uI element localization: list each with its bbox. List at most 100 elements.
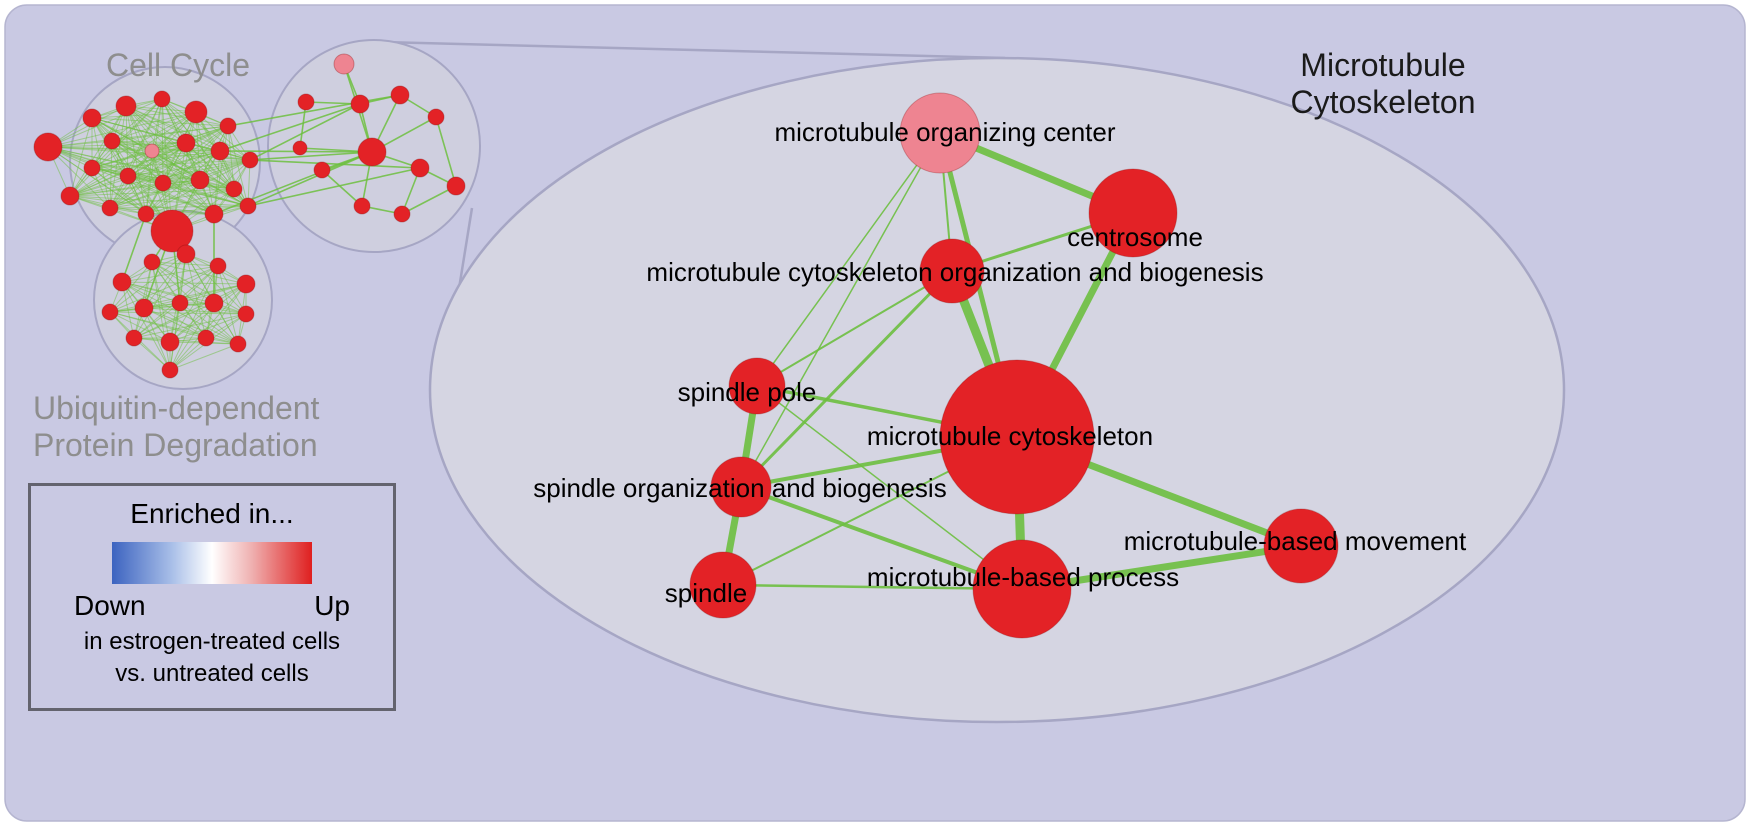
microtubule-cytoskeleton-title-line1: Microtubule xyxy=(1300,47,1465,83)
overview-edge xyxy=(109,182,164,209)
overview-node xyxy=(101,303,119,321)
overview-edge xyxy=(109,205,249,209)
overview-edge xyxy=(169,343,239,371)
overview-node xyxy=(134,298,154,318)
overview-node xyxy=(297,93,315,111)
ubiquitin-label-line1: Ubiquitin-dependent xyxy=(33,390,320,426)
overview-edge xyxy=(151,261,247,285)
cell-cycle-label: Cell Cycle xyxy=(106,47,250,83)
overview-node xyxy=(143,253,161,271)
overview-node xyxy=(350,94,370,114)
edge-moc-spindle_pole xyxy=(756,132,941,387)
overview-edge xyxy=(435,116,457,187)
node-label-moc: microtubule organizing center xyxy=(774,117,1115,147)
overview-node xyxy=(209,257,227,275)
legend-caption-line1: in estrogen-treated cells xyxy=(83,628,341,655)
overview-node xyxy=(204,204,224,224)
edge-mcob-sob xyxy=(739,269,954,489)
legend-up-label: Up xyxy=(314,590,350,621)
overview-edge xyxy=(69,188,235,197)
node-label-spindle_pole: spindle pole xyxy=(678,377,817,407)
overview-edge xyxy=(151,150,235,190)
overview-edge xyxy=(169,265,219,371)
edge-mcob-spindle_pole xyxy=(756,270,953,387)
node-centrosome xyxy=(1088,168,1178,258)
overview-edge xyxy=(69,111,197,197)
overview-edge xyxy=(143,253,187,309)
legend-caption-line2: vs. untreated cells xyxy=(115,660,309,688)
overview-edge xyxy=(321,169,363,207)
overview-edge xyxy=(247,167,421,207)
overview-edge xyxy=(109,207,215,215)
overview-edge xyxy=(69,150,153,197)
legend-title: Enriched in... xyxy=(130,498,294,529)
overview-node xyxy=(197,329,215,347)
edge-moc-sob xyxy=(740,132,941,488)
overview-node xyxy=(210,141,230,161)
overview-node xyxy=(161,361,179,379)
edge-spindle-mbp xyxy=(721,583,1024,591)
overview-node xyxy=(236,274,256,294)
overview-edge xyxy=(109,265,219,313)
overview-edge xyxy=(143,265,219,309)
overview-node xyxy=(446,176,466,196)
edge-spindle_pole-mbp xyxy=(756,385,1023,590)
overview-node xyxy=(60,186,80,206)
overview-edge xyxy=(217,265,247,315)
node-spindle_pole xyxy=(728,357,786,415)
overview-node xyxy=(225,180,243,198)
node-label-mbp: microtubule-based process xyxy=(867,562,1179,592)
node-moc xyxy=(899,92,981,174)
node-label-mcob: microtubule cytoskeleton organization an… xyxy=(646,257,1263,287)
overview-node xyxy=(153,90,171,108)
legend-down-label: Down xyxy=(74,590,146,621)
overview-edge xyxy=(169,302,215,343)
overview-node xyxy=(176,244,196,264)
overview-edge xyxy=(125,105,187,144)
overview-node xyxy=(333,53,355,75)
overview-edge xyxy=(219,150,249,207)
overview-node xyxy=(393,205,411,223)
overview-edge xyxy=(91,167,201,181)
overview-edge xyxy=(109,188,235,209)
node-label-spindle: spindle xyxy=(665,578,747,608)
overview-node xyxy=(171,294,189,312)
overview-node xyxy=(160,332,180,352)
overview-edge xyxy=(213,151,373,215)
overview-edge xyxy=(143,283,247,309)
overview-node xyxy=(190,170,210,190)
main-network-labels: microtubule organizing centercentrosomem… xyxy=(533,117,1467,608)
overview-edge xyxy=(111,140,187,144)
overview-edge xyxy=(133,302,181,339)
overview-edge xyxy=(109,140,113,209)
overview-node xyxy=(150,209,194,253)
overview-node xyxy=(292,140,308,156)
overview-node xyxy=(229,335,247,353)
overview-edge xyxy=(69,117,93,197)
overview-node xyxy=(353,197,371,215)
overview-edge xyxy=(145,150,153,215)
overview-edge xyxy=(91,98,163,169)
overview-edge xyxy=(91,159,251,169)
overview-node xyxy=(313,161,331,179)
overview-edge xyxy=(247,151,373,207)
overview-node xyxy=(241,151,259,169)
overview-edge xyxy=(127,175,215,215)
overview-node xyxy=(82,108,102,128)
node-mcob xyxy=(919,238,985,304)
overview-edge xyxy=(401,185,457,215)
overview-edge xyxy=(199,179,249,207)
overview-edge xyxy=(91,150,221,169)
overview-edge xyxy=(111,98,163,142)
legend-end-labels: Down Up xyxy=(74,590,350,622)
overview-node xyxy=(176,133,196,153)
overview-edge xyxy=(109,125,229,209)
overview-edge xyxy=(249,103,361,161)
zoom-callout-line xyxy=(381,40,1006,60)
overview-edge xyxy=(91,125,229,169)
overview-edge xyxy=(249,151,373,161)
legend-gradient-bar xyxy=(112,542,312,584)
overview-node xyxy=(237,305,255,323)
